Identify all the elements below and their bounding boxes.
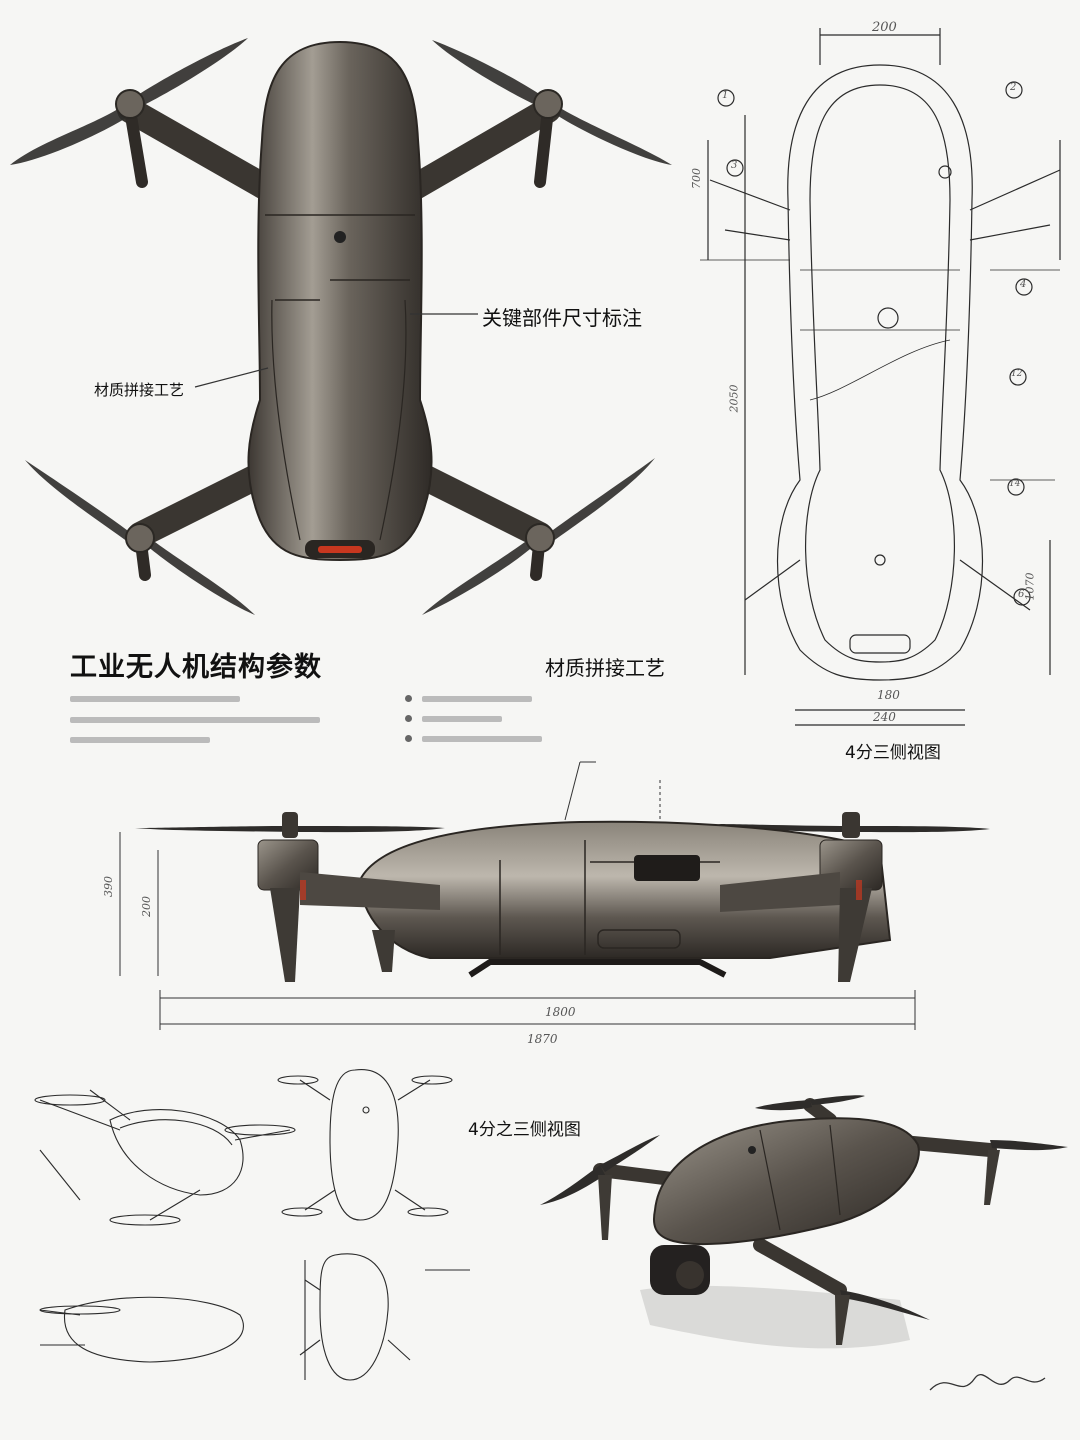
callout-circle-2: 2 bbox=[1010, 82, 1017, 93]
drone-side-view bbox=[119, 761, 990, 1030]
callout-circle-14: 14 bbox=[1009, 479, 1021, 489]
three-quarter-view-label: 4分之三侧视图 bbox=[468, 1120, 581, 1140]
material-bullet-list bbox=[405, 688, 542, 748]
dim-top-width: 200 bbox=[872, 20, 897, 35]
callout-circle-12: 12 bbox=[1011, 369, 1023, 379]
dim-side-length-outer: 1870 bbox=[527, 1032, 558, 1046]
dim-side-length-inner: 1800 bbox=[545, 1005, 576, 1019]
dim-side-height-outer: 390 bbox=[102, 876, 115, 897]
blueprint-view-label: 4分三侧视图 bbox=[845, 743, 941, 763]
callout-circle-6: 6 bbox=[1018, 589, 1025, 600]
dim-bottom-outer: 240 bbox=[873, 710, 896, 724]
dim-bottom-inner: 180 bbox=[877, 688, 900, 702]
callout-circle-1: 1 bbox=[722, 90, 729, 101]
signature bbox=[929, 1374, 1046, 1391]
sketch-group bbox=[34, 1069, 470, 1381]
parameter-description-block bbox=[70, 688, 360, 749]
bullet-item bbox=[405, 708, 542, 728]
bullet-item bbox=[405, 688, 542, 708]
drone-three-quarter-view bbox=[540, 1095, 1068, 1349]
bullet-item bbox=[405, 728, 542, 748]
callout-circle-3: 3 bbox=[731, 160, 738, 171]
dim-left-upper: 700 bbox=[690, 168, 703, 189]
material-joint-callout-left: 材质拼接工艺 bbox=[94, 381, 185, 399]
dim-right-lower: 1070 bbox=[1023, 572, 1037, 601]
callout-circle-4: 4 bbox=[1020, 279, 1027, 290]
section-title: 工业无人机结构参数 bbox=[70, 652, 322, 683]
dim-side-height-inner: 200 bbox=[140, 896, 153, 917]
key-dimensions-callout: 关键部件尺寸标注 bbox=[482, 306, 642, 330]
dim-left-middle: 2050 bbox=[727, 384, 741, 413]
blueprint-top-view bbox=[700, 28, 1061, 726]
material-joint-heading: 材质拼接工艺 bbox=[545, 656, 665, 680]
drone-top-view bbox=[10, 38, 672, 615]
